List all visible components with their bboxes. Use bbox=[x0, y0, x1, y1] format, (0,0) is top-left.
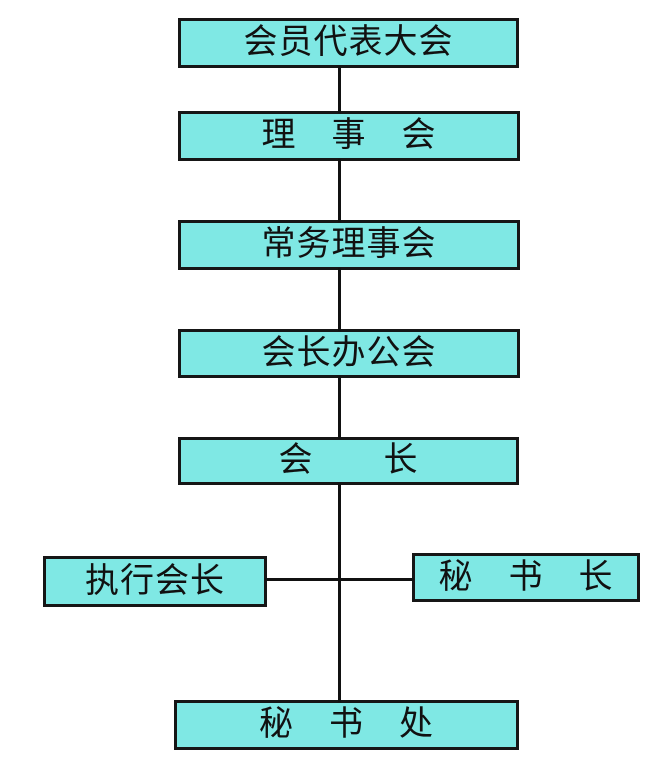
node-secretary-general: 秘 书 长 bbox=[412, 553, 640, 602]
node-secretariat: 秘 书 处 bbox=[174, 700, 519, 750]
node-members-congress-label: 会员代表大会 bbox=[243, 24, 454, 61]
node-council: 理 事 会 bbox=[178, 111, 520, 161]
node-members-congress: 会员代表大会 bbox=[178, 18, 519, 68]
connector-president-secretariat bbox=[338, 483, 341, 702]
node-standing-council: 常务理事会 bbox=[178, 220, 520, 270]
connector-standing-office bbox=[338, 268, 341, 331]
node-standing-council-label: 常务理事会 bbox=[261, 226, 437, 263]
node-presidents-office: 会长办公会 bbox=[178, 329, 520, 378]
node-president-label: 会 长 bbox=[278, 442, 419, 479]
connector-congress-council bbox=[338, 66, 341, 113]
node-executive-president-label: 执行会长 bbox=[85, 562, 225, 600]
node-council-label: 理 事 会 bbox=[261, 117, 437, 154]
node-secretariat-label: 秘 书 处 bbox=[259, 706, 434, 743]
connector-executive-secretary bbox=[265, 578, 414, 581]
node-secretary-general-label: 秘 书 长 bbox=[438, 558, 614, 596]
node-executive-president: 执行会长 bbox=[43, 556, 267, 607]
connector-council-standing bbox=[338, 159, 341, 222]
node-president: 会 长 bbox=[178, 437, 519, 485]
node-presidents-office-label: 会长办公会 bbox=[261, 334, 437, 372]
connector-office-president bbox=[338, 376, 341, 439]
